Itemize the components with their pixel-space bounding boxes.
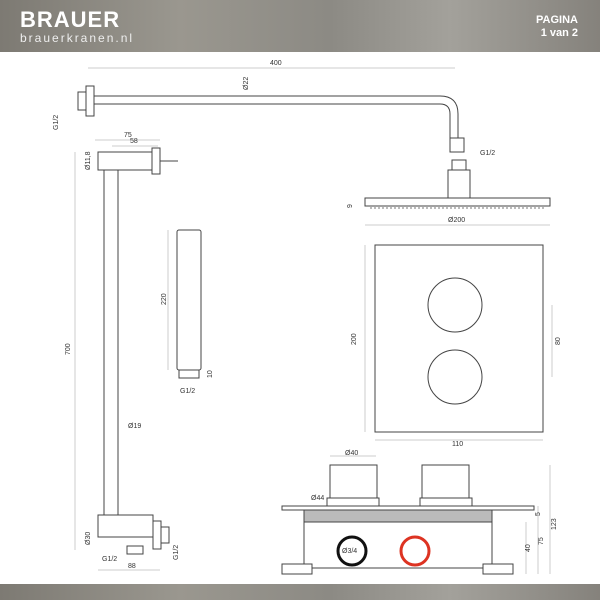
dim-head-diameter: Ø200 xyxy=(448,217,465,224)
dim-plate-thickness: 5 xyxy=(535,512,542,516)
dim-total-height: 123 xyxy=(551,518,558,530)
dim-head-thread: G1/2 xyxy=(480,150,495,157)
hand-shower: 220 10 G1/2 xyxy=(161,229,214,395)
dim-box-height: 75 xyxy=(538,537,545,545)
dim-hand-thread: G1/2 xyxy=(180,388,195,395)
dim-box-inlet-height: 40 xyxy=(525,544,532,552)
dim-plate-height: 200 xyxy=(351,333,358,345)
shower-head: Ø200 9 xyxy=(347,197,551,226)
dim-bar-outlet-thread: G1/2 xyxy=(173,545,180,560)
dim-plate-width: 110 xyxy=(452,441,463,448)
dim-bar-length: 700 xyxy=(65,343,72,355)
brand-name: BRAUER xyxy=(20,7,121,32)
dim-bar-diameter: Ø19 xyxy=(128,423,141,430)
dim-hand-tail: 10 xyxy=(207,370,214,378)
dim-bar-top-diameter: Ø11,8 xyxy=(85,151,92,170)
dim-arm-diameter: Ø22 xyxy=(243,77,250,90)
page-number: 1 van 2 xyxy=(540,27,578,39)
dim-knob-diameter: Ø40 xyxy=(345,450,358,457)
dim-hand-length: 220 xyxy=(161,293,168,305)
dim-arm-length: 400 xyxy=(270,60,282,67)
footer-band xyxy=(0,584,600,600)
website: brauerkranen.nl xyxy=(20,31,135,45)
mixer-body: Ø40 Ø44 Ø3/4 5 40 75 123 xyxy=(281,450,558,575)
dim-bar-inlet-thread: G1/2 xyxy=(102,556,117,563)
dim-head-thickness: 9 xyxy=(347,204,354,208)
slide-bar: 75 58 Ø11,8 700 Ø19 Ø30 G1/2 G1/2 88 xyxy=(65,132,180,571)
dim-bar-outlet-length: 75 xyxy=(124,132,132,139)
page-indicator: PAGINA 1 van 2 xyxy=(536,14,578,40)
dim-bar-bottom-diameter: Ø30 xyxy=(85,532,92,545)
dim-knob-base-diameter: Ø44 xyxy=(311,495,324,502)
dim-bar-bottom-width: 88 xyxy=(128,563,136,570)
page-label: PAGINA xyxy=(536,14,578,26)
technical-drawing: 400 Ø22 G1/2 G1/2 Ø200 9 75 58 Ø11,8 700… xyxy=(53,60,562,575)
dim-inlet-thread: Ø3/4 xyxy=(342,548,357,555)
dim-arm-thread: G1/2 xyxy=(53,115,60,130)
dim-bar-outlet-inner: 58 xyxy=(130,138,138,145)
shower-arm: 400 Ø22 G1/2 G1/2 xyxy=(53,60,495,199)
header-band: BRAUER brauerkranen.nl PAGINA 1 van 2 xyxy=(0,0,600,52)
thermostat-plate: 200 80 110 xyxy=(351,244,562,448)
brand-logo: BRAUER brauerkranen.nl xyxy=(20,7,135,46)
dim-knob-spacing: 80 xyxy=(555,337,562,345)
